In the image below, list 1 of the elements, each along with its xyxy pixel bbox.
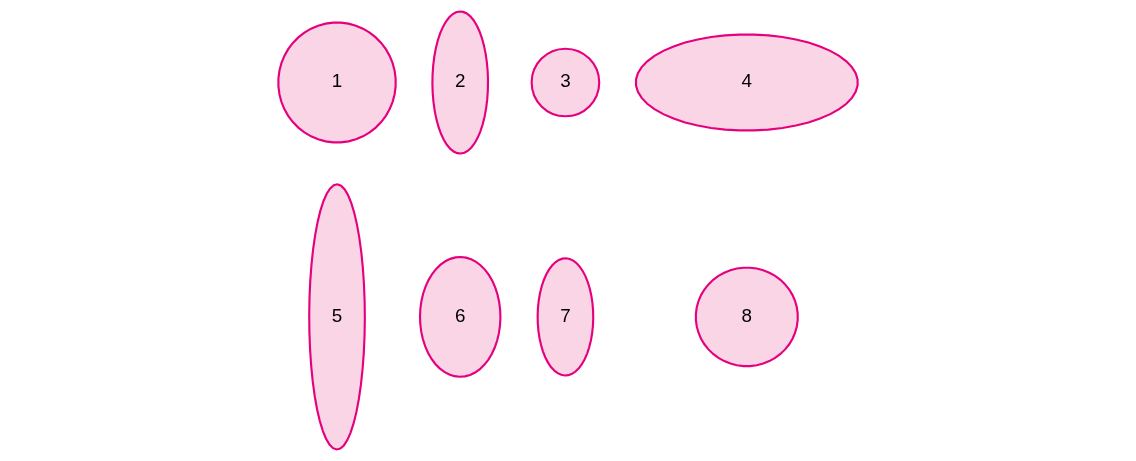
node-circle: 3 <box>530 47 601 118</box>
